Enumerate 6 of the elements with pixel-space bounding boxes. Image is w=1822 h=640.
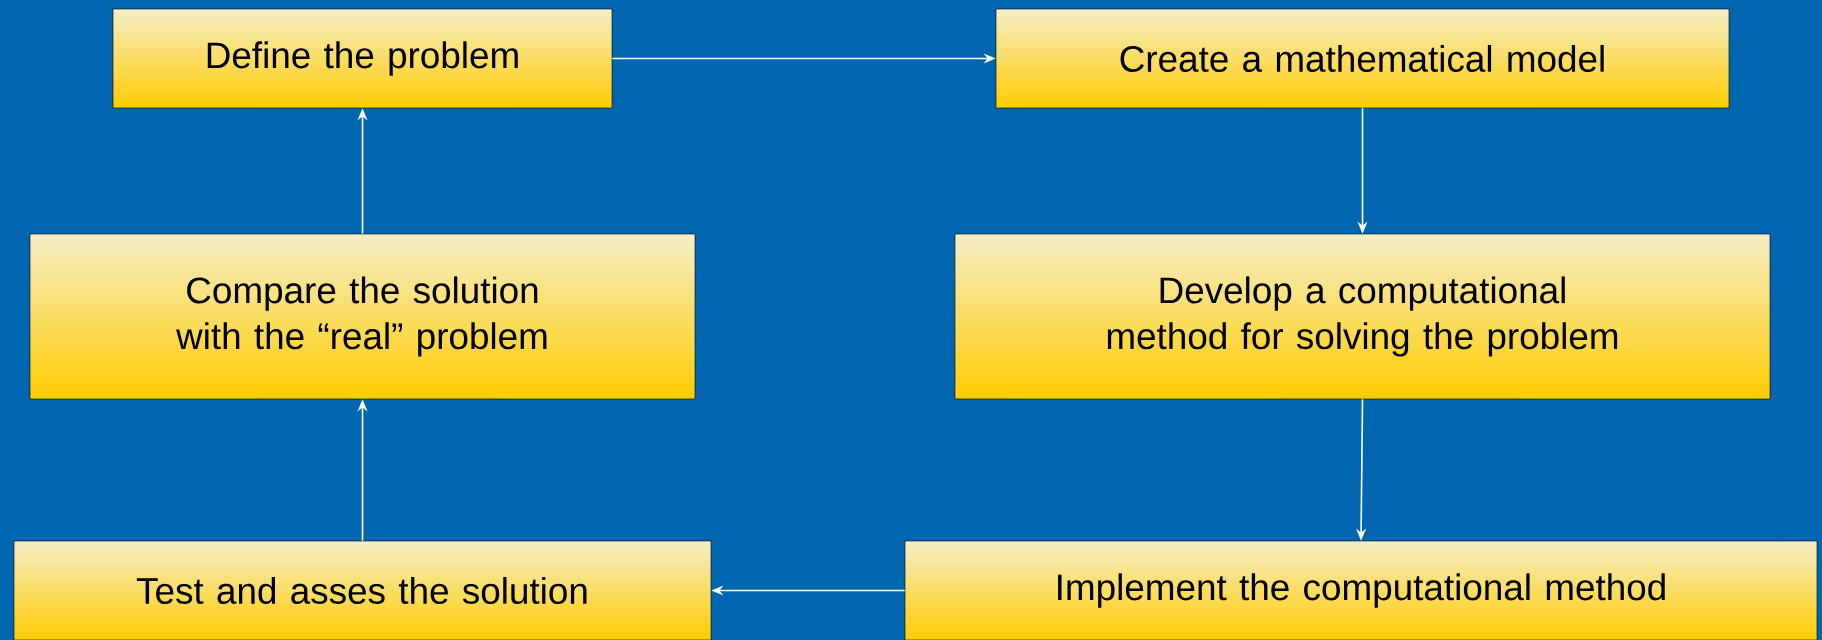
process-box: Define the problem	[112, 8, 613, 109]
process-box: Test and asses the solution	[13, 540, 712, 640]
process-box: Implement the computational method	[904, 540, 1818, 640]
process-box: Create a mathematical model	[995, 8, 1730, 109]
process-box: Compare the solution with the “real” problem	[29, 233, 696, 400]
process-box: Develop a computational method for solving the problem	[954, 233, 1771, 400]
